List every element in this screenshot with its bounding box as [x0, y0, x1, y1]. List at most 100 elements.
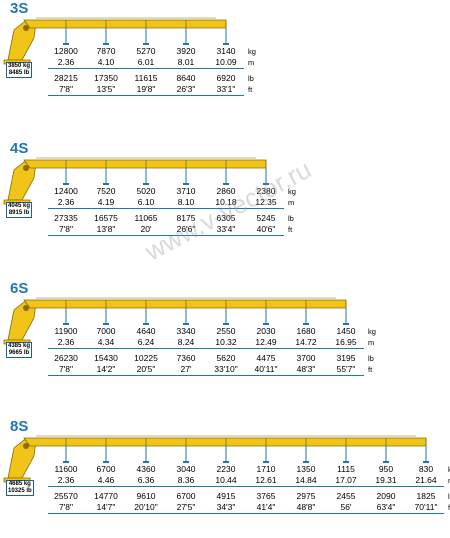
unit-m: m — [448, 476, 450, 485]
unit-ft: ft — [368, 365, 373, 374]
value-lb: 6920 — [216, 73, 236, 83]
crane-boom-drawing — [3, 17, 229, 65]
value-kg: 1350 — [296, 464, 316, 474]
divider-rule — [48, 513, 444, 514]
value-lb: 2975 — [296, 491, 316, 501]
capacity-lb-label: 9665 lb — [8, 350, 30, 356]
value-m: 10.18 — [215, 197, 237, 207]
divider-rule — [48, 208, 284, 209]
crane-boom — [23, 19, 227, 29]
value-m: 21.64 — [415, 475, 437, 485]
value-lb: 8640 — [176, 73, 196, 83]
value-m: 16.95 — [335, 337, 357, 347]
value-lb: 4475 — [256, 353, 276, 363]
section-title: 4S — [10, 140, 29, 157]
capacity-lb-label: 10325 lb — [8, 488, 32, 494]
value-kg: 12400 — [54, 186, 78, 196]
unit-m: m — [248, 58, 255, 67]
value-kg: 5020 — [136, 186, 156, 196]
value-m: 4.19 — [97, 197, 115, 207]
value-ft: 40'11" — [254, 364, 278, 374]
value-ft: 33'1" — [216, 84, 236, 94]
value-m: 8.36 — [177, 475, 195, 485]
value-kg: 2550 — [216, 326, 236, 336]
value-lb: 6700 — [176, 491, 196, 501]
divider-rule — [48, 235, 284, 236]
value-lb: 3765 — [256, 491, 276, 501]
unit-m: m — [288, 198, 295, 207]
value-m: 2.36 — [57, 197, 75, 207]
crane-pivot — [23, 443, 29, 449]
value-lb: 17350 — [94, 73, 118, 83]
divider-rule — [48, 95, 244, 96]
value-lb: 3195 — [336, 353, 356, 363]
value-lb: 7360 — [176, 353, 196, 363]
value-m: 10.44 — [215, 475, 237, 485]
crane-pivot — [23, 165, 29, 171]
value-lb: 26230 — [54, 353, 78, 363]
value-ft: 48'8" — [296, 502, 316, 512]
value-ft: 34'3" — [216, 502, 236, 512]
value-kg: 1450 — [336, 326, 356, 336]
crane-boom-drawing — [3, 157, 269, 205]
value-m: 12.61 — [255, 475, 277, 485]
value-ft: 55'7" — [336, 364, 356, 374]
value-lb: 8175 — [176, 213, 196, 223]
value-kg: 830 — [418, 464, 434, 474]
unit-kg: kg — [248, 47, 256, 56]
value-m: 2.36 — [57, 475, 75, 485]
value-lb: 25570 — [54, 491, 78, 501]
value-m: 8.24 — [177, 337, 195, 347]
value-lb: 11615 — [134, 73, 158, 83]
value-lb: 16575 — [94, 213, 118, 223]
value-kg: 11600 — [54, 464, 78, 474]
unit-ft: ft — [288, 225, 293, 234]
value-ft: 13'8" — [96, 224, 116, 234]
value-kg: 3340 — [176, 326, 196, 336]
value-m: 8.01 — [177, 57, 195, 67]
value-ft: 20' — [140, 224, 152, 234]
value-m: 19.31 — [375, 475, 397, 485]
unit-ft: ft — [448, 503, 450, 512]
section-title: 8S — [10, 418, 29, 435]
value-lb: 3700 — [296, 353, 316, 363]
value-ft: 63'4" — [376, 502, 396, 512]
crane-pivot — [23, 25, 29, 31]
capacity-lb-label: 8915 lb — [8, 210, 30, 216]
value-kg: 2380 — [256, 186, 276, 196]
unit-kg: kg — [448, 465, 450, 474]
crane-boom — [23, 299, 347, 309]
value-lb: 11065 — [134, 213, 158, 223]
value-ft: 14'2" — [96, 364, 116, 374]
crane-boom-drawing — [3, 297, 349, 345]
capacity-kg-label: 3850 kg — [8, 63, 31, 69]
value-kg: 4640 — [136, 326, 156, 336]
value-kg: 5270 — [136, 46, 156, 56]
value-ft: 14'7" — [96, 502, 116, 512]
value-lb: 28215 — [54, 73, 78, 83]
value-ft: 70'11" — [414, 502, 438, 512]
value-ft: 41'4" — [256, 502, 276, 512]
value-lb: 5620 — [216, 353, 236, 363]
value-m: 6.01 — [137, 57, 155, 67]
value-kg: 1115 — [337, 464, 355, 474]
section-title: 6S — [10, 280, 29, 297]
value-kg: 2030 — [256, 326, 276, 336]
value-ft: 33'10" — [214, 364, 238, 374]
value-m: 14.84 — [295, 475, 317, 485]
value-ft: 7'8" — [58, 224, 74, 234]
crane-boom — [23, 437, 427, 447]
value-kg: 7520 — [96, 186, 116, 196]
value-kg: 3710 — [176, 186, 196, 196]
value-ft: 19'8" — [136, 84, 156, 94]
value-lb: 6305 — [216, 213, 236, 223]
value-m: 6.24 — [137, 337, 155, 347]
value-ft: 26'6" — [176, 224, 196, 234]
value-lb: 27335 — [54, 213, 78, 223]
value-kg: 1710 — [256, 464, 276, 474]
value-kg: 950 — [378, 464, 394, 474]
value-m: 6.36 — [137, 475, 155, 485]
value-kg: 3140 — [216, 46, 236, 56]
